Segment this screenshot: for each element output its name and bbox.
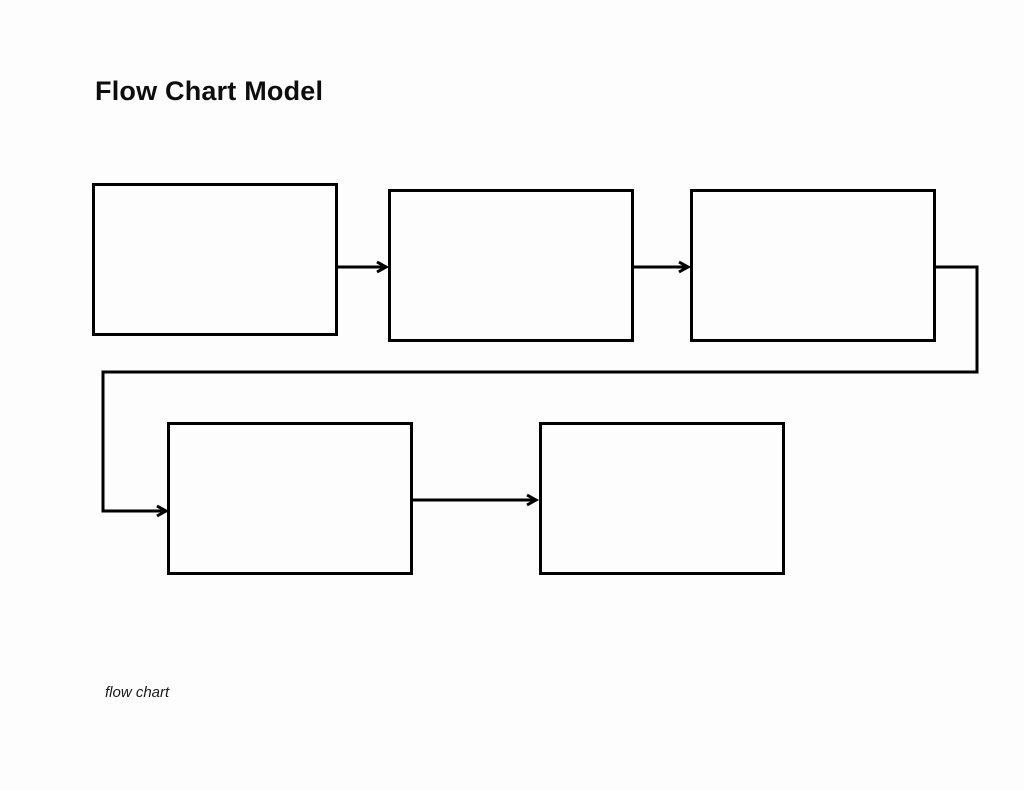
flow-box-1 bbox=[92, 183, 338, 336]
page-title: Flow Chart Model bbox=[95, 76, 324, 106]
page-caption: flow chart bbox=[105, 684, 170, 701]
flow-box-3 bbox=[690, 189, 936, 342]
flow-box-2 bbox=[388, 189, 634, 342]
flow-box-5 bbox=[539, 422, 785, 575]
flow-box-4 bbox=[167, 422, 413, 575]
